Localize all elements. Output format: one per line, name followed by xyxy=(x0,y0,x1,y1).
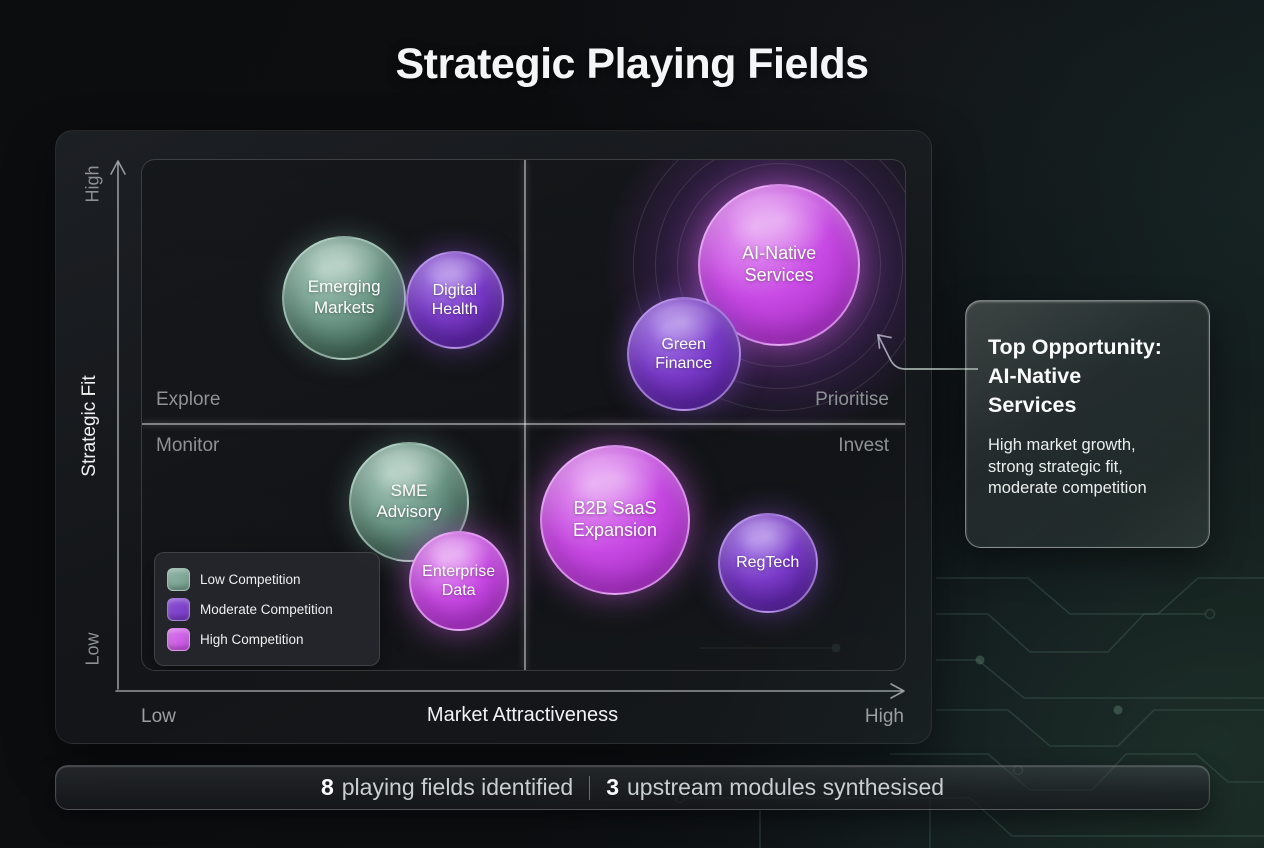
bubble-label: B2B SaaS Expansion xyxy=(573,497,658,540)
x-axis-title: Market Attractiveness xyxy=(426,704,619,726)
quadrant-label-explore: Explore xyxy=(156,388,221,410)
callout-title: Top Opportunity: AI-Native Services xyxy=(988,335,1162,417)
plot-area: Explore Prioritise Monitor Invest Low Co… xyxy=(141,159,906,671)
legend-swatch xyxy=(167,627,190,651)
footer-stats-bar: 8 playing fields identified 3 upstream m… xyxy=(55,765,1210,810)
axes-arrows xyxy=(110,160,905,699)
bubble-label: RegTech xyxy=(736,554,800,572)
stat-playing-fields: 8 playing fields identified xyxy=(321,774,573,801)
bubble-b2b-saas-expansion: B2B SaaS Expansion xyxy=(540,444,691,595)
callout-body: High market growth, strong strategic fit… xyxy=(988,436,1147,498)
x-axis-high-label: High xyxy=(864,706,904,727)
legend-swatch xyxy=(167,597,190,621)
x-axis-low-label: Low xyxy=(141,706,176,727)
stat-upstream-modules-label: upstream modules synthesised xyxy=(626,774,945,800)
legend-swatch xyxy=(167,567,190,591)
top-opportunity-callout: Top Opportunity: AI-Native Services High… xyxy=(965,300,1210,548)
bubble-label: AI-Native Services xyxy=(742,242,817,285)
legend-item: Low Competition xyxy=(167,564,367,594)
stat-playing-fields-label: playing fields identified xyxy=(341,774,574,800)
quadrant-horizontal-divider xyxy=(142,422,905,425)
stat-upstream-modules: 3 upstream modules synthesised xyxy=(606,774,944,801)
stat-playing-fields-value: 8 xyxy=(320,774,334,800)
page-title: Strategic Playing Fields xyxy=(395,40,869,88)
y-axis-high-label: High xyxy=(82,165,103,203)
x-axis-labels: Low Market Attractiveness High xyxy=(141,703,904,733)
y-axis-title: Strategic Fit xyxy=(79,375,100,477)
quadrant-vertical-divider xyxy=(523,160,526,670)
quadrant-label-invest: Invest xyxy=(838,434,889,456)
bubble-label: Enterprise Data xyxy=(422,562,496,599)
bubble-regtech: RegTech xyxy=(717,512,818,613)
legend-label: Moderate Competition xyxy=(200,601,333,617)
y-axis-low-label: Low xyxy=(82,632,103,666)
bubble-label: Green Finance xyxy=(655,335,713,372)
footer-divider xyxy=(589,775,591,800)
bubble-emerging-markets: Emerging Markets xyxy=(282,235,407,360)
legend-label: Low Competition xyxy=(200,571,301,587)
bubble-green-finance: Green Finance xyxy=(626,296,741,411)
quadrant-label-prioritise: Prioritise xyxy=(815,388,889,410)
quadrant-label-monitor: Monitor xyxy=(156,434,220,456)
bubble-enterprise-data: Enterprise Data xyxy=(408,530,509,631)
bubble-label: Emerging Markets xyxy=(307,277,381,317)
legend-item: Moderate Competition xyxy=(167,594,367,624)
bubble-digital-health: Digital Health xyxy=(405,251,504,350)
stat-upstream-modules-value: 3 xyxy=(606,774,619,800)
bubble-label: Digital Health xyxy=(431,282,478,319)
legend-item: High Competition xyxy=(167,624,367,654)
chart-panel: High Strategic Fit Low Explore Prioritis… xyxy=(55,130,932,744)
legend-label: High Competition xyxy=(200,631,304,647)
bubble-label: SME Advisory xyxy=(376,481,442,521)
halo-ring xyxy=(633,160,905,411)
